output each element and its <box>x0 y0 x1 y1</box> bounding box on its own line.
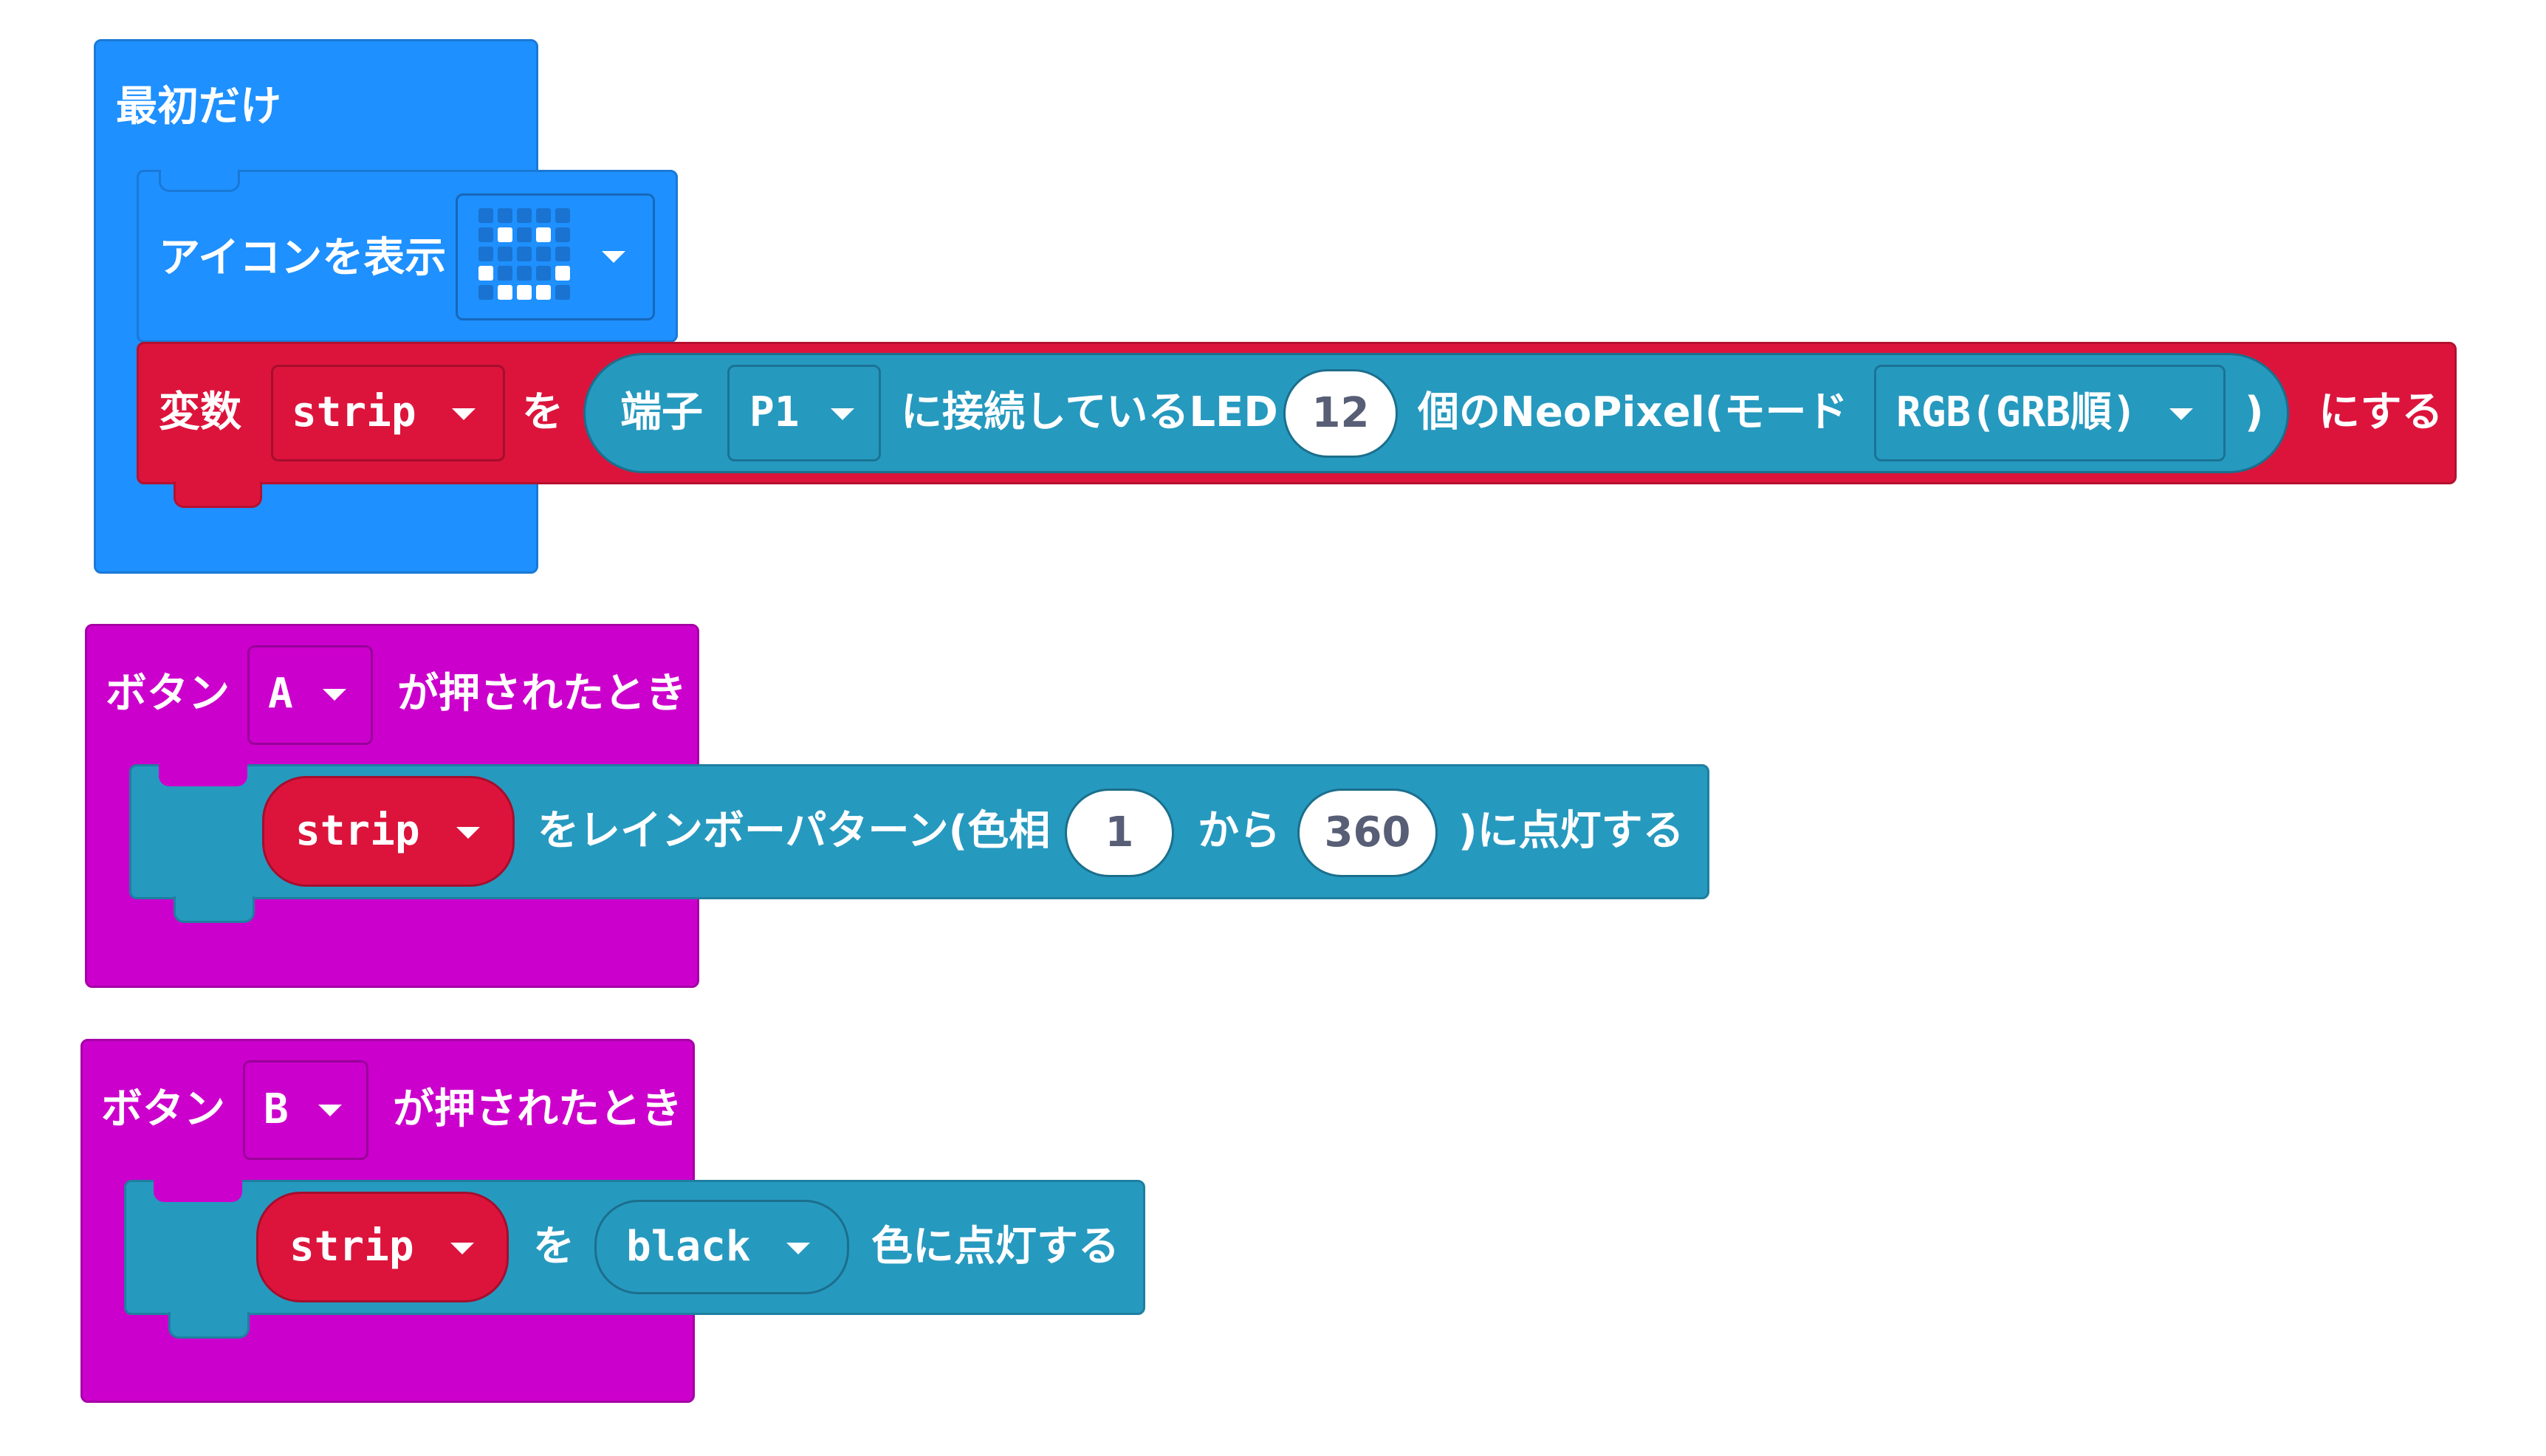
label-show-color-wo: を <box>533 1223 574 1271</box>
icon-led-11 <box>498 247 512 261</box>
button-b-dropdown-arrow-icon <box>318 1105 342 1116</box>
hue-to-input[interactable]: 360 <box>1297 789 1438 877</box>
set-strip-bottom-notch <box>174 481 262 508</box>
button-b-dropdown-value: B <box>264 1085 289 1133</box>
icon-led-8 <box>536 227 551 242</box>
show-color-strip-arrow-icon <box>450 1243 474 1254</box>
label-suffix-nisuru: にする <box>2319 388 2443 436</box>
icon-led-2 <box>517 208 532 223</box>
icon-led-21 <box>498 285 512 300</box>
mode-dropdown[interactable] <box>1874 365 2226 461</box>
mode-dropdown-value: RGB(GRB順) <box>1896 388 2137 436</box>
icon-dropdown-arrow-icon <box>602 251 625 263</box>
rainbow-strip-arrow-icon <box>456 827 480 839</box>
label-button-a: ボタン <box>106 670 230 718</box>
rainbow-strip-value: strip <box>295 807 420 855</box>
label-variable: 変数 <box>159 388 241 436</box>
show-color-top-notch <box>154 1180 242 1202</box>
icon-led-6 <box>498 227 512 242</box>
icon-led-7 <box>517 227 532 242</box>
color-dropdown-value: black <box>626 1223 751 1271</box>
icon-led-20 <box>478 285 493 300</box>
button-a-dropdown-value: A <box>268 670 293 718</box>
led-count-input[interactable]: 12 <box>1283 369 1398 458</box>
icon-led-14 <box>555 247 570 261</box>
label-rainbow-suffix: )に点灯する <box>1458 807 1684 855</box>
icon-led-3 <box>536 208 551 223</box>
icon-led-16 <box>498 266 512 281</box>
rainbow-bottom-notch <box>174 896 255 923</box>
label-pin: 端子 <box>620 388 703 436</box>
variable-dropdown-arrow-icon <box>452 408 476 420</box>
icon-led-23 <box>536 285 551 300</box>
label-neopixel-mode: 個のNeoPixel(モード <box>1418 388 1848 436</box>
pin-dropdown-arrow-icon <box>831 408 854 420</box>
label-paren-close: ) <box>2245 388 2264 436</box>
label-from: から <box>1198 807 1280 855</box>
mode-dropdown-arrow-icon <box>2169 408 2193 420</box>
on-start-label: 最初だけ <box>116 83 281 131</box>
button-a-dropdown-arrow-icon <box>323 689 346 701</box>
show-color-bottom-notch <box>168 1312 250 1339</box>
icon-led-5 <box>478 227 493 242</box>
icon-led-grid <box>478 208 570 300</box>
label-pressed-b: が押されたとき <box>393 1085 682 1133</box>
icon-led-10 <box>478 247 493 261</box>
hue-from-input[interactable]: 1 <box>1065 789 1174 877</box>
icon-led-9 <box>555 227 570 242</box>
rainbow-top-notch <box>159 764 247 786</box>
icon-led-17 <box>517 266 532 281</box>
icon-led-0 <box>478 208 493 223</box>
label-button-b: ボタン <box>101 1085 225 1133</box>
pin-dropdown[interactable] <box>727 365 881 461</box>
label-connected-led: に接続しているLED <box>901 388 1278 436</box>
icon-led-18 <box>536 266 551 281</box>
icon-led-15 <box>478 266 493 281</box>
icon-led-13 <box>536 247 551 261</box>
icon-led-12 <box>517 247 532 261</box>
show-icon-notch <box>159 170 240 192</box>
label-rainbow: をレインボーパターン(色相 <box>538 807 1051 855</box>
button-b-dropdown[interactable] <box>243 1060 368 1160</box>
icon-led-19 <box>555 266 570 281</box>
label-wo: を <box>522 388 563 436</box>
pin-dropdown-value: P1 <box>749 388 800 436</box>
icon-led-22 <box>517 285 532 300</box>
label-show-color-suffix: 色に点灯する <box>871 1223 1119 1271</box>
variable-dropdown-value: strip <box>292 388 416 436</box>
icon-led-4 <box>555 208 570 223</box>
button-a-dropdown[interactable] <box>247 645 373 745</box>
label-pressed-a: が押されたとき <box>397 670 687 718</box>
icon-led-1 <box>498 208 512 223</box>
color-dropdown-arrow-icon <box>786 1243 810 1254</box>
show-icon-label: アイコンを表示 <box>159 234 447 282</box>
show-color-strip-value: strip <box>289 1223 414 1271</box>
icon-led-24 <box>555 285 570 300</box>
